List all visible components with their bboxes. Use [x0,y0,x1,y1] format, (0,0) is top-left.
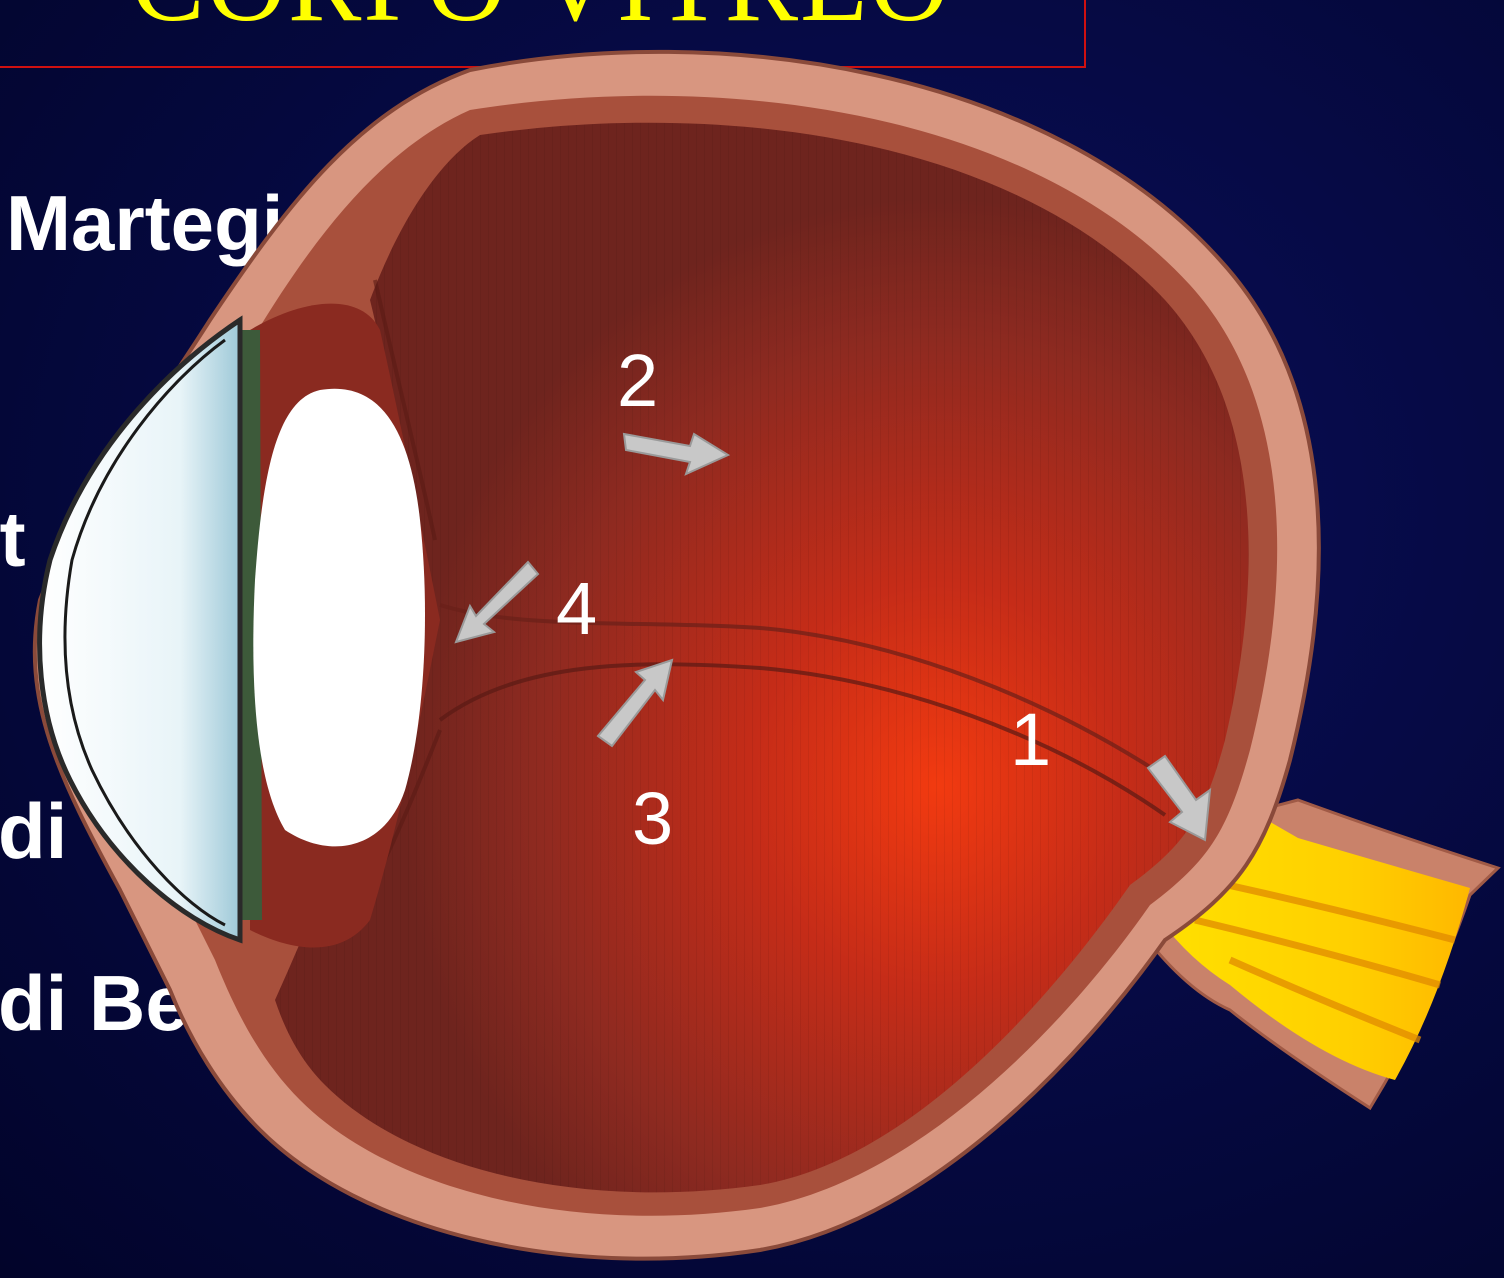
label-3: 3 [632,782,673,856]
label-1: 1 [1010,703,1051,777]
label-4: 4 [556,572,597,646]
label-2: 2 [617,344,658,418]
lens [253,389,425,847]
